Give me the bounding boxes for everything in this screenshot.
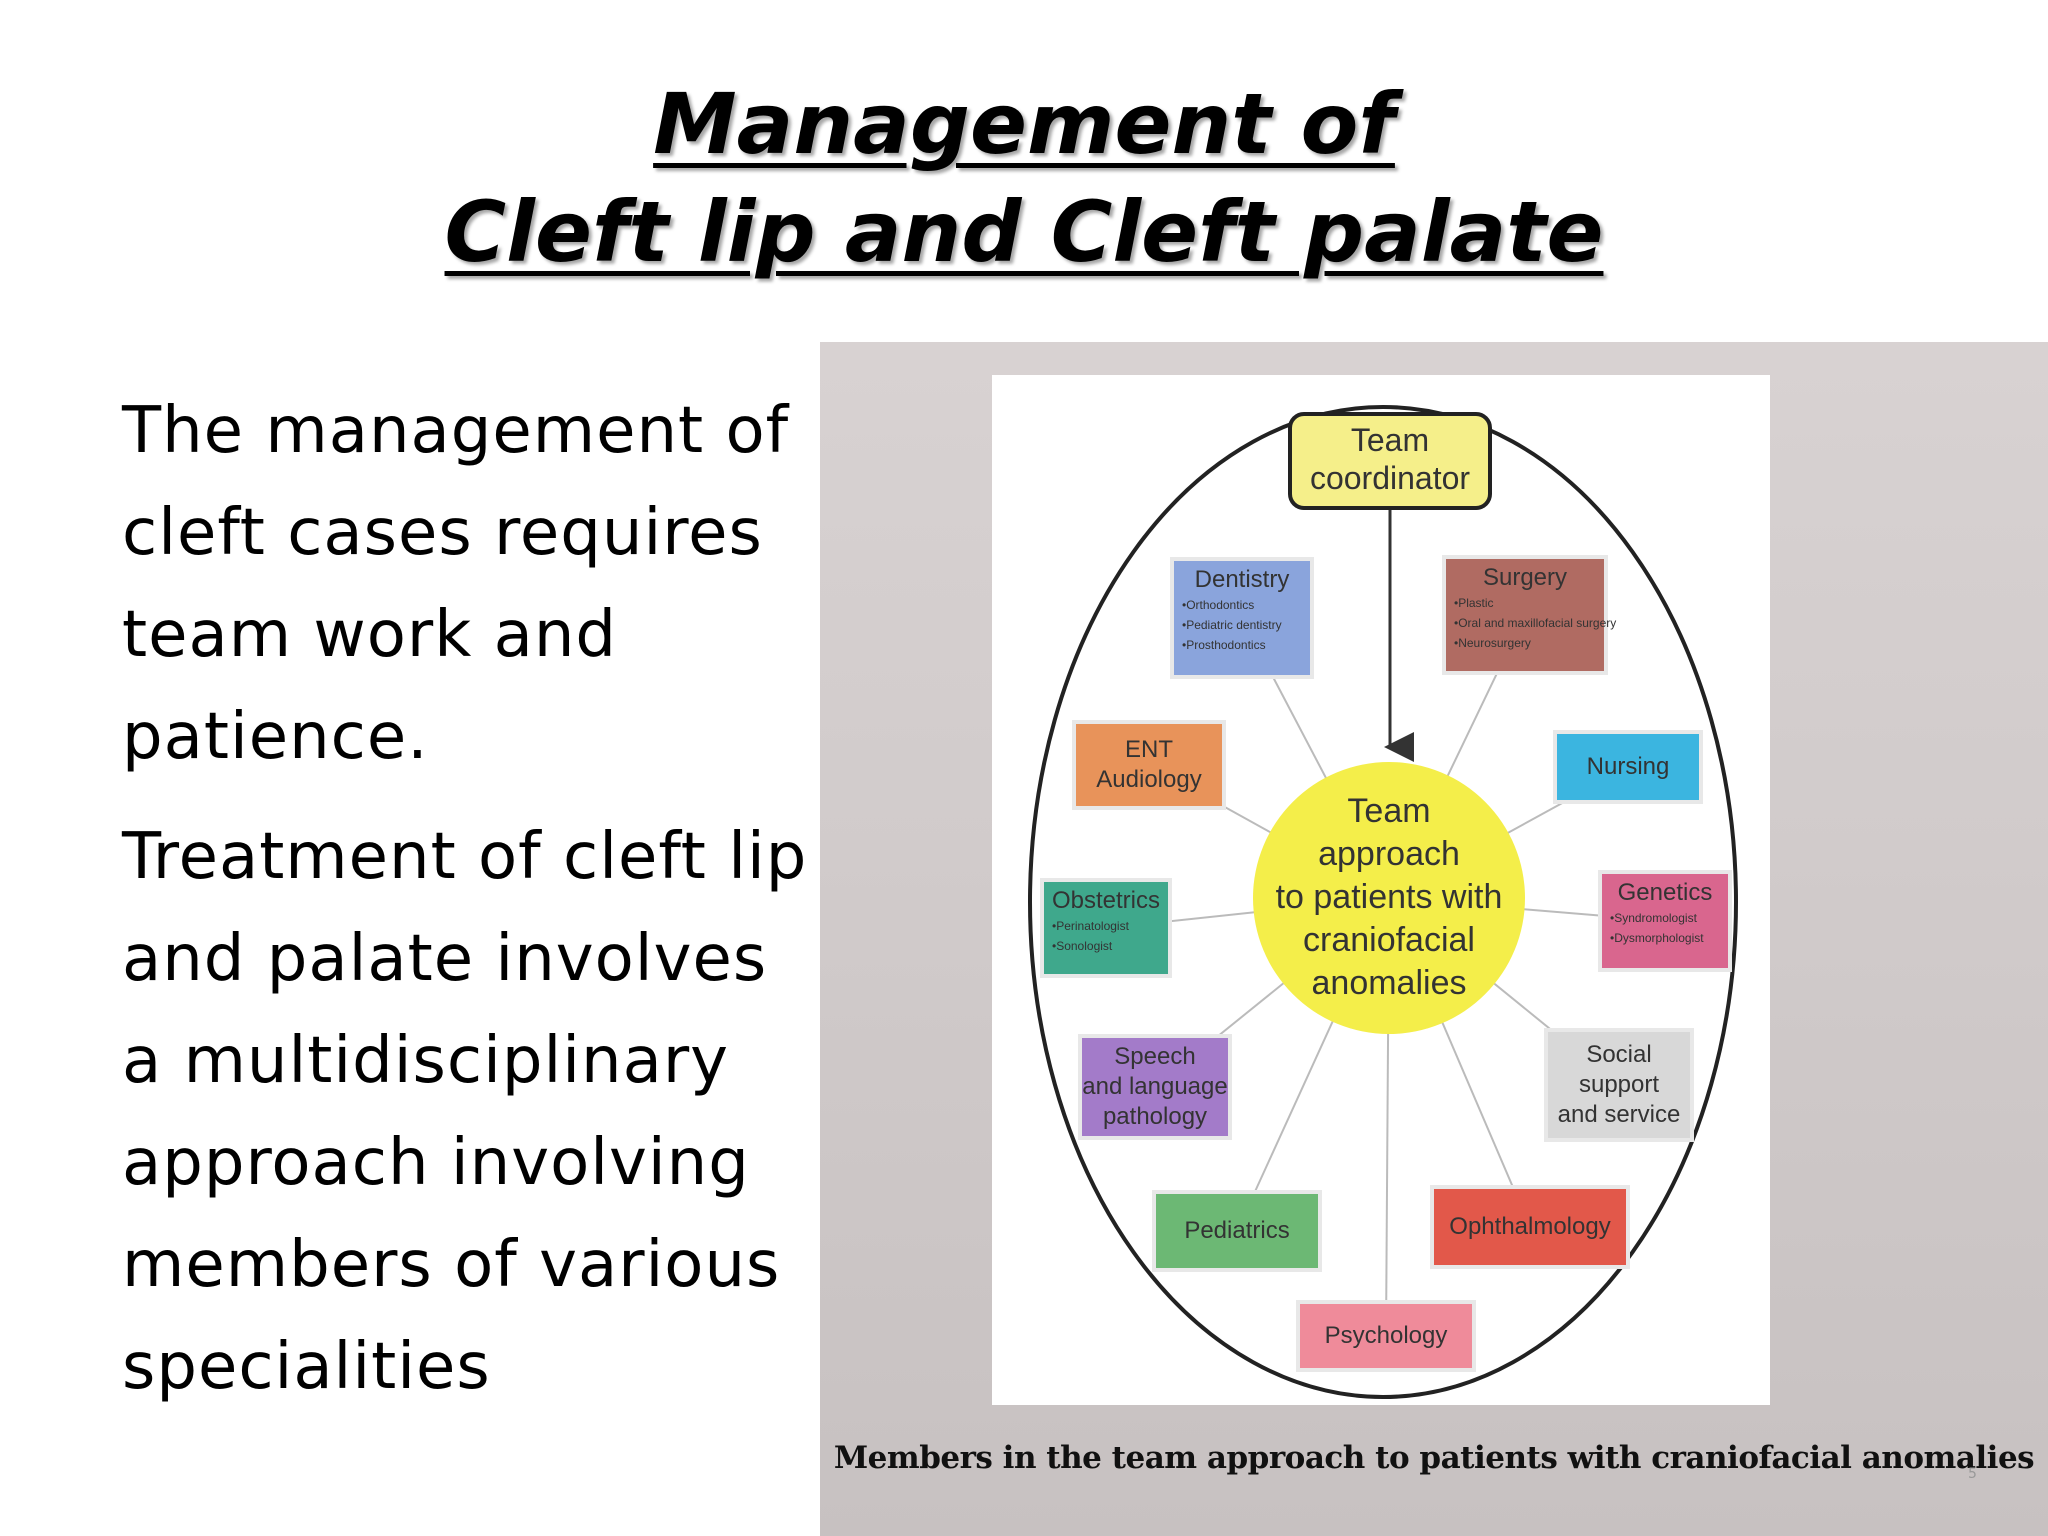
node-item-surgery: •Neurosurgery <box>1454 636 1531 650</box>
paragraph-multidisciplinary: Treatment of cleft lip and palate involv… <box>122 820 808 1404</box>
body-text: The management of cleft cases requires t… <box>122 380 822 1436</box>
node-title-dentistry: Dentistry <box>1195 566 1290 593</box>
node-title-obstetrics: Obstetrics <box>1052 887 1160 914</box>
node-item-obstetrics: •Perinatologist <box>1052 919 1130 933</box>
center-circle <box>1253 762 1525 1034</box>
node-genetics: Genetics •Syndromologist •Dysmorphologist <box>1598 870 1732 972</box>
node-box-obstetrics <box>1040 878 1172 978</box>
slide-title: Management of Cleft lip and Cleft palate <box>0 70 2048 286</box>
node-box-social <box>1544 1028 1694 1142</box>
node-box-genetics <box>1598 870 1732 972</box>
node-title-ent: ENT <box>1125 736 1173 763</box>
node-title-social: and service <box>1558 1101 1681 1128</box>
node-title-social: Social <box>1586 1041 1651 1068</box>
node-speech: Speech and language pathology <box>1078 1034 1232 1140</box>
center-label: Team approach to patients with craniofacial… <box>1276 792 1503 1002</box>
node-title-surgery: Surgery <box>1483 564 1567 591</box>
node-title-pediatrics: Pediatrics <box>1184 1217 1289 1244</box>
node-title-genetics: Genetics <box>1618 879 1713 906</box>
node-title-speech: pathology <box>1103 1103 1207 1130</box>
node-item-dentistry: •Prosthodontics <box>1182 638 1266 652</box>
node-item-surgery: •Oral and maxillofacial surgery <box>1454 616 1616 630</box>
node-social: Social support and service <box>1544 1028 1694 1142</box>
title-line-2: Cleft lip and Cleft palate <box>444 183 1604 281</box>
coordinator-text-line: Team <box>1351 422 1429 458</box>
node-title-psychology: Psychology <box>1325 1322 1448 1349</box>
node-title-speech: and language <box>1082 1073 1227 1100</box>
node-item-dentistry: •Pediatric dentistry <box>1182 618 1282 632</box>
center-text-line: craniofacial <box>1303 921 1475 959</box>
center-text-line: approach <box>1318 835 1460 873</box>
node-title-social: support <box>1579 1071 1659 1098</box>
node-box-psychology <box>1296 1300 1476 1372</box>
node-surgery: Surgery •Plastic •Oral and maxillofacial s… <box>1442 555 1616 675</box>
node-item-obstetrics: •Sonologist <box>1052 939 1113 953</box>
node-ent: ENT Audiology <box>1072 720 1226 810</box>
team-approach-diagram: Team approach to patients with craniofacial… <box>992 375 1770 1405</box>
node-dentistry: Dentistry •Orthodontics •Pediatric dentist… <box>1170 557 1314 679</box>
node-pediatrics: Pediatrics <box>1152 1190 1322 1272</box>
node-obstetrics: Obstetrics •Perinatologist •Sonologist <box>1040 878 1172 978</box>
node-item-genetics: •Dysmorphologist <box>1610 931 1704 945</box>
node-item-surgery: •Plastic <box>1454 596 1494 610</box>
node-psychology: Psychology <box>1296 1300 1476 1372</box>
node-title-ent: Audiology <box>1096 766 1201 793</box>
center-text-line: Team <box>1347 792 1430 830</box>
node-item-genetics: •Syndromologist <box>1610 911 1698 925</box>
page-number: 5 <box>1968 1466 1977 1482</box>
figure-caption: Members in the team approach to patients… <box>833 1440 2035 1476</box>
node-box-ophthalmology <box>1430 1185 1630 1269</box>
node-box-ent <box>1072 720 1226 810</box>
node-box-dentistry <box>1170 557 1314 679</box>
title-line-1: Management of <box>653 75 1395 173</box>
node-box-surgery <box>1442 555 1608 675</box>
paragraph-team-work: The management of cleft cases requires t… <box>122 394 790 774</box>
team-circle <box>1028 405 1738 1399</box>
node-ophthalmology: Ophthalmology <box>1430 1185 1630 1269</box>
team-approach-figure: Team approach to patients with craniofacial… <box>820 342 2048 1536</box>
node-box-nursing <box>1553 730 1703 804</box>
node-item-dentistry: •Orthodontics <box>1182 598 1254 612</box>
node-title-ophthalmology: Ophthalmology <box>1449 1213 1610 1240</box>
coordinator-text-line: coordinator <box>1310 460 1470 496</box>
node-nursing: Nursing <box>1553 730 1703 804</box>
node-box-pediatrics <box>1152 1190 1322 1272</box>
specialty-nodes: Dentistry •Orthodontics •Pediatric dentist… <box>1040 555 1732 1372</box>
node-title-nursing: Nursing <box>1587 753 1670 780</box>
node-box-speech <box>1078 1034 1232 1140</box>
center-text-line: anomalies <box>1312 964 1467 1002</box>
node-title-speech: Speech <box>1114 1043 1195 1070</box>
center-text-line: to patients with <box>1276 878 1503 916</box>
